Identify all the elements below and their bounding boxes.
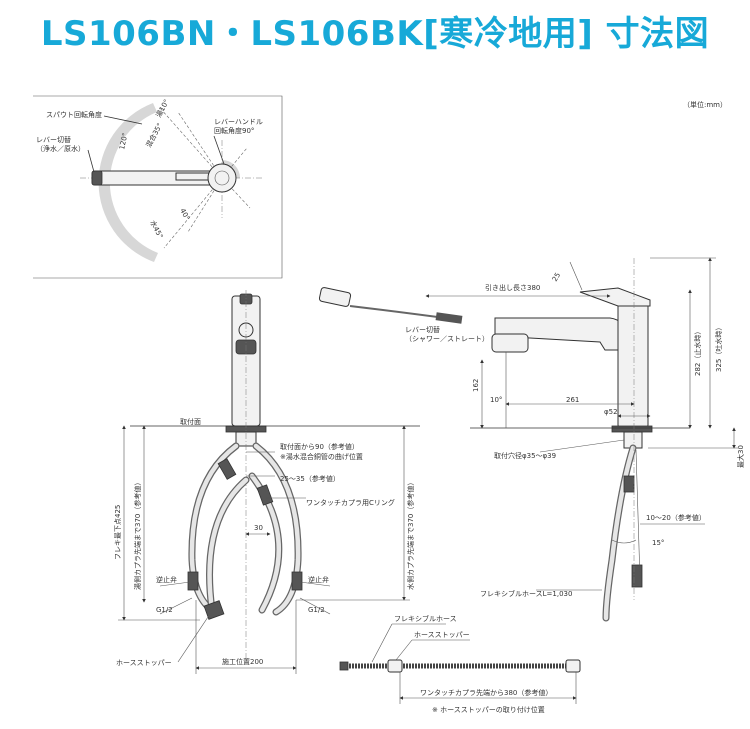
- mount-hole-leader: [539, 439, 625, 453]
- g12-right-label: G1/2: [308, 606, 325, 614]
- hose-stopper-label: ホースストッパー: [116, 659, 172, 667]
- mix-angle-line: [177, 111, 223, 179]
- dim-325-label: 325（吐水時）: [714, 324, 723, 372]
- body-inner-circle: [214, 170, 230, 186]
- coupler-left: [217, 458, 237, 480]
- install-200-label: 施工位置200: [222, 657, 263, 666]
- pullout-label: 引き出し長さ380: [485, 283, 540, 292]
- side-hose: [602, 444, 637, 622]
- pullout-head: [318, 287, 352, 307]
- angle-40-label: 40°: [178, 207, 191, 222]
- units-note: （単位:mm）: [683, 101, 727, 109]
- hose-stopper-part: [203, 600, 225, 620]
- detail-stopper-pos-label: ※ ホースストッパーの取り付け位置: [432, 705, 545, 714]
- detail-stopper-label: ホースストッパー: [414, 631, 470, 639]
- detail-stopper: [387, 659, 403, 673]
- side-lever-label-2: （シャワー／ストレート）: [405, 335, 489, 343]
- detail-flex-leader: [371, 623, 393, 663]
- check-right-leader: [299, 581, 331, 587]
- angle-120-label: 120°: [118, 132, 129, 150]
- side-coupler-2: [631, 564, 643, 588]
- dim-261-label: 261: [566, 396, 579, 404]
- g12-left-label: G1/2: [156, 606, 173, 614]
- from-mount-label: 取付面から90（参考値）: [280, 442, 359, 451]
- g12-right-leader: [299, 597, 331, 615]
- mount-hole-label: 取付穴径φ35～φ39: [494, 451, 556, 460]
- detail-flex-label: フレキシブルホース: [394, 614, 457, 623]
- angle-15-label: 15°: [652, 539, 664, 547]
- side-coupler-1: [623, 475, 635, 493]
- base-side: [611, 425, 653, 433]
- detail-stopper-leader: [395, 639, 413, 661]
- hose-detail: フレキシブルホース ホースストッパー ワンタッチカプラ先端から380（参考値） …: [339, 614, 581, 714]
- dim-phi52-label: φ52: [604, 408, 618, 416]
- dim-162-label: 162: [472, 379, 480, 392]
- lever-switch-leader: [87, 149, 95, 173]
- cold-side-label: 水側カプラ先端まで370（参考値）: [406, 479, 415, 590]
- spout-tip: [91, 170, 103, 186]
- check-valve-right-label: 逆止弁: [308, 575, 329, 584]
- top-view: スパウト回転角度 120° レバー切替 （浄水／原水） 混合35° 湯10° 水…: [33, 95, 283, 279]
- c-ring-label: ワンタッチカプラ用Cリング: [306, 498, 395, 507]
- max30-label: 最大30: [736, 445, 745, 468]
- lever-side: [579, 287, 651, 307]
- dim-10-20-label: 10～20（参考値）: [646, 513, 706, 522]
- hot-angle-label: 湯10°: [154, 98, 171, 119]
- top-view-frame: [33, 95, 283, 279]
- angle-10-label: 10°: [490, 396, 502, 404]
- check-valve-right-part: [291, 571, 303, 591]
- lever-switch-label-1: レバー切替: [36, 135, 71, 144]
- lever-switch-label-2: （浄水／原水）: [36, 144, 85, 153]
- water-angle-label: 水45°: [148, 219, 165, 240]
- detail-hose-end: [339, 661, 349, 671]
- detail-coupler: [565, 659, 581, 673]
- side-flex-hose-label: フレキシブルホースL=1,030: [480, 589, 572, 598]
- spout-rotation-arc: [98, 103, 158, 262]
- body-circle-top: [207, 163, 237, 193]
- dim-30-label: 30: [254, 524, 263, 532]
- hose-stopper-leader: [177, 613, 211, 663]
- mount-surface-label: 取付面: [180, 417, 201, 426]
- water-angle-line: [163, 177, 223, 249]
- check-valve-left-label: 逆止弁: [156, 575, 177, 584]
- lever-handle-leader: [213, 135, 225, 165]
- dim-282-label: 282（止水時）: [693, 328, 702, 376]
- angle-25-label: 25: [551, 271, 562, 283]
- bend-pos-label: ※湯水混合銅管の曲げ位置: [280, 452, 363, 461]
- flex-425-label: フレキ最下点425: [114, 505, 122, 560]
- hot-angle-line: [159, 107, 223, 179]
- g12-left-leader: [159, 597, 193, 615]
- dim-25-35-label: 25～35（参考値）: [280, 474, 340, 483]
- lever-handle-label-1: レバーハンドル: [214, 118, 263, 126]
- mix-angle-label: 混合35°: [144, 121, 164, 149]
- side-lever-label-1: レバー切替: [405, 325, 440, 334]
- side-pipe: [635, 449, 641, 581]
- front-view: 取付面 取付面から90（参考値） ※湯水混合銅管の曲げ位置 25～35（参考値）…: [114, 290, 420, 674]
- page-title: LS106BN・LS106BK[寒冷地用] 寸法図: [40, 14, 710, 54]
- angle-25-line: [569, 261, 583, 291]
- spout-rotation-label: スパウト回転角度: [46, 110, 102, 119]
- spout-head-side: [491, 333, 529, 353]
- detail-380-label: ワンタッチカプラ先端から380（参考値）: [420, 688, 552, 697]
- coupler-right: [256, 484, 274, 506]
- pullout-spring: [435, 312, 463, 324]
- side-view: 25 引き出し長さ380 レバー切替 （シャワー／ストレート） 162 10° …: [318, 257, 745, 622]
- check-left-leader: [159, 581, 191, 587]
- lever-handle-label-2: 回転角度90°: [214, 126, 254, 135]
- angle-15-arc: [611, 539, 637, 544]
- check-valve-left-part: [187, 571, 199, 591]
- spout-rotation-leader: [103, 115, 143, 125]
- hot-side-label: 湯側カプラ先端まで370（参考値）: [133, 479, 142, 590]
- body-side: [617, 299, 649, 429]
